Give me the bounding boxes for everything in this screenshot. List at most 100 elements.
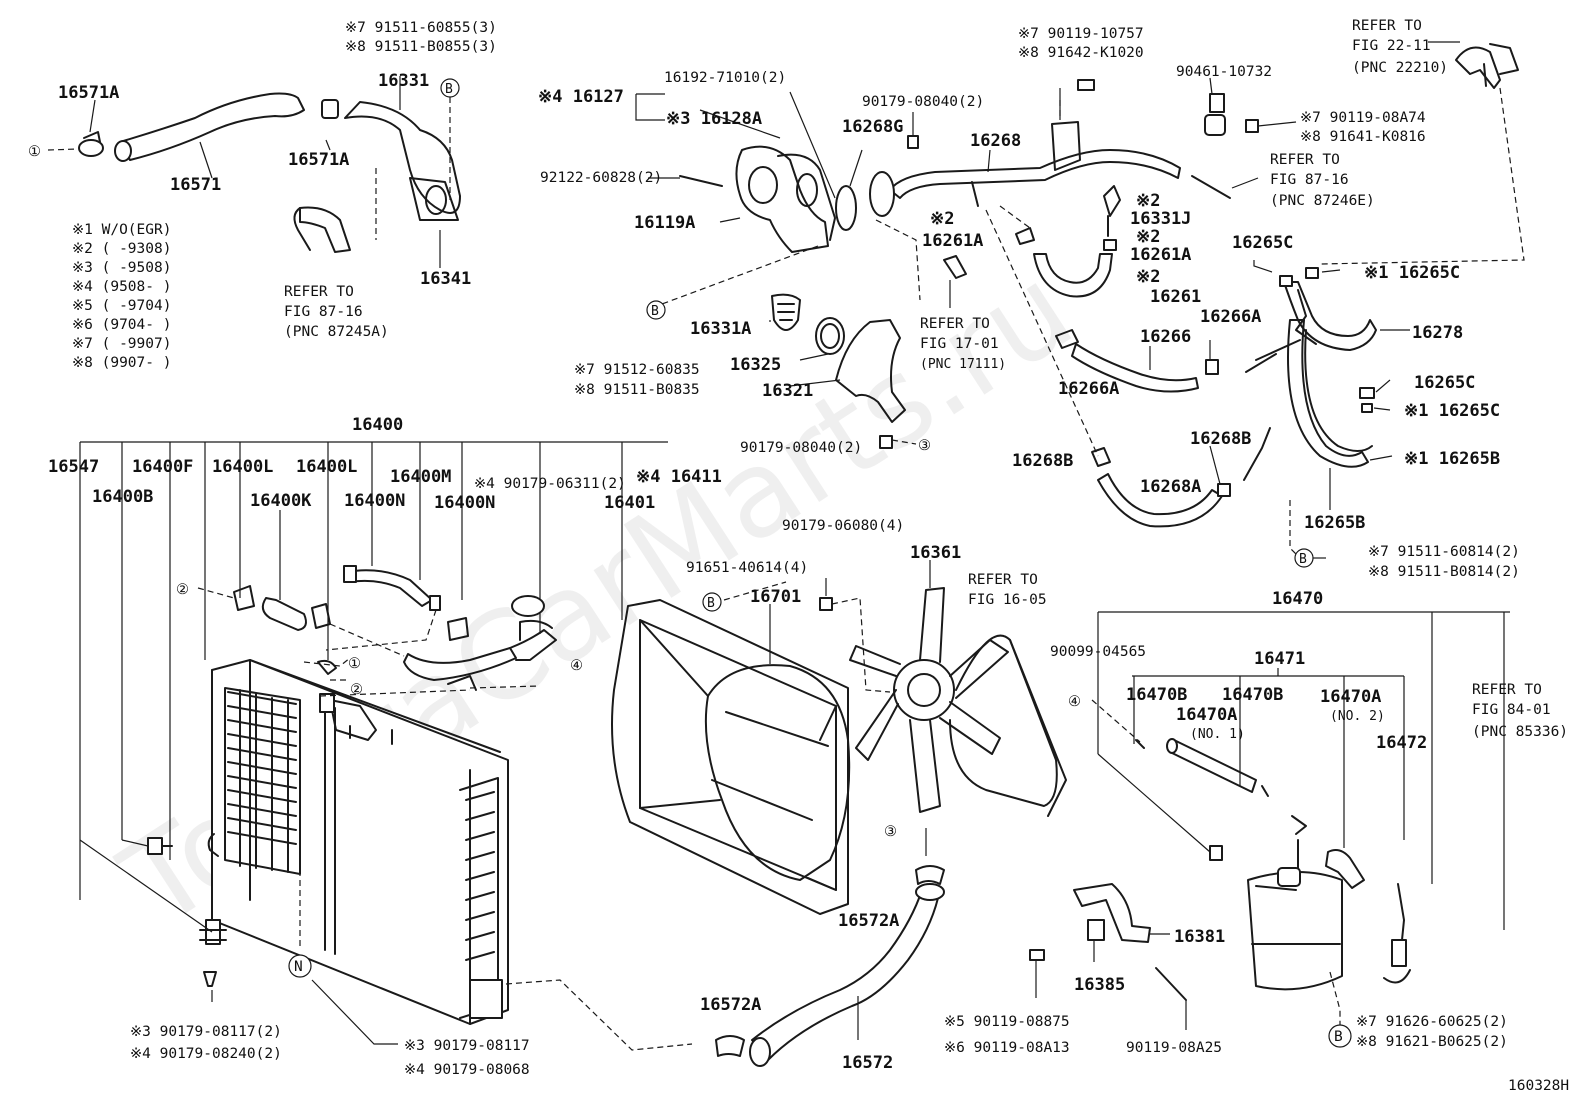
label-16192-71010: 16192-71010(2) xyxy=(664,70,786,86)
marker-1-radiator: ① xyxy=(348,656,361,672)
label-91511-B0814: ※8 91511-B0814(2) xyxy=(1368,564,1520,580)
marker-B-outlet-circle xyxy=(440,78,460,98)
label-90119-08A74: ※7 90119-08A74 xyxy=(1300,110,1426,126)
label-16470B-1: 16470B xyxy=(1126,685,1187,705)
label-16470: 16470 xyxy=(1272,589,1323,609)
label-ref-16-05-2: FIG 16-05 xyxy=(968,592,1047,608)
hoses-16265-group xyxy=(1243,260,1410,559)
label-16331J-mark: ※2 xyxy=(1136,191,1160,211)
marker-3-outlet: ③ xyxy=(918,438,931,454)
label-16341: 16341 xyxy=(420,269,471,289)
note-2: ※2 ( -9308) xyxy=(72,241,171,257)
label-16278: 16278 xyxy=(1412,323,1463,343)
marker-4-radiator: ④ xyxy=(570,658,583,674)
label-ref-84-01-1: REFER TO xyxy=(1472,682,1542,698)
label-ref-87-16a-1: REFER TO xyxy=(284,284,354,300)
marker-N: N xyxy=(294,959,303,975)
label-91511-60855: ※7 91511-60855(3) xyxy=(345,20,497,36)
label-90179-08117-2: ※3 90179-08117(2) xyxy=(130,1024,282,1040)
label-ref-17-01-3: (PNC 17111) xyxy=(920,357,1006,372)
label-16265B-r: ※1 16265B xyxy=(1404,449,1500,469)
label-16470A-1: 16470A xyxy=(1176,705,1237,725)
label-ref-84-01-3: (PNC 85336) xyxy=(1472,724,1568,740)
label-ref-87-16b-2: FIG 87-16 xyxy=(1270,172,1349,188)
label-90179-08040-top: 90179-08040(2) xyxy=(862,94,984,110)
label-ref-16-05-1: REFER TO xyxy=(968,572,1038,588)
note-4: ※4 (9508- ) xyxy=(72,279,171,295)
marker-B-outlet: B xyxy=(445,82,453,97)
label-ref-87-16a-2: FIG 87-16 xyxy=(284,304,363,320)
label-91626-60625: ※7 91626-60625(2) xyxy=(1356,1014,1508,1030)
hoses-16261-group xyxy=(943,185,1121,457)
label-16400N-1: 16400N xyxy=(344,491,405,511)
marker-1-left: ① xyxy=(28,144,41,160)
label-16268B-r: 16268B xyxy=(1190,429,1251,449)
label-ref-22-11-2: FIG 22-11 xyxy=(1352,38,1431,54)
label-16470B-2: 16470B xyxy=(1222,685,1283,705)
label-16268B-l: 16268B xyxy=(1012,451,1073,471)
hoses-16266-16268A-group xyxy=(1055,329,1231,528)
label-16266A-l: 16266A xyxy=(1058,379,1119,399)
label-16321: 16321 xyxy=(762,381,813,401)
label-90179-08068: ※4 90179-08068 xyxy=(404,1062,530,1078)
reservoir-16470-group xyxy=(1091,611,1510,1028)
label-90099-04565: 90099-04565 xyxy=(1050,644,1146,660)
label-91511-B0835: ※8 91511-B0835 xyxy=(574,382,700,398)
label-16265C-r1: 16265C xyxy=(1414,373,1475,393)
label-90119-08A25: 90119-08A25 xyxy=(1126,1040,1222,1056)
label-16261: 16261 xyxy=(1150,287,1201,307)
label-16470A-no1: (NO. 1) xyxy=(1190,727,1245,742)
label-16265C-top: 16265C xyxy=(1232,233,1293,253)
label-ref-17-01-2: FIG 17-01 xyxy=(920,336,999,352)
label-16268G: 16268G xyxy=(842,117,903,137)
marker-B-thermostat-circle xyxy=(646,300,666,320)
label-16261-mark: ※2 xyxy=(1136,267,1160,287)
marker-B-hoses-circle xyxy=(1294,548,1314,568)
label-16127: ※4 16127 xyxy=(538,87,624,107)
label-ref-87-16b-1: REFER TO xyxy=(1270,152,1340,168)
label-16265C-r2: ※1 16265C xyxy=(1404,401,1500,421)
label-90179-08040-mid: 90179-08040(2) xyxy=(740,440,862,456)
radiator-hoses-group xyxy=(197,565,557,697)
label-16261A-l: 16261A xyxy=(922,231,983,251)
label-16261A-r: 16261A xyxy=(1130,245,1191,265)
label-16400N-2: 16400N xyxy=(434,493,495,513)
label-16472: 16472 xyxy=(1376,733,1427,753)
label-16265B: 16265B xyxy=(1304,513,1365,533)
label-16701: 16701 xyxy=(750,587,801,607)
fan-16361-group xyxy=(849,560,1067,817)
label-16325: 16325 xyxy=(730,355,781,375)
label-16268: 16268 xyxy=(970,131,1021,151)
label-90119-08875: ※5 90119-08875 xyxy=(944,1014,1070,1030)
lower-hose-16572-group xyxy=(715,828,945,1067)
label-16572: 16572 xyxy=(842,1053,893,1073)
note-1: ※1 W/O(EGR) xyxy=(72,222,171,238)
label-16572A-top: 16572A xyxy=(838,911,899,931)
hose-16571-group xyxy=(47,92,305,179)
label-16400: 16400 xyxy=(352,415,403,435)
label-91511-B0855: ※8 91511-B0855(3) xyxy=(345,39,497,55)
marker-B-reservoir: B xyxy=(1334,1029,1343,1045)
water-bypass-pipe-16268-group xyxy=(869,77,1297,217)
label-ref-22-11-1: REFER TO xyxy=(1352,18,1422,34)
label-16400F: 16400F xyxy=(132,457,193,477)
label-ref-17-01-1: REFER TO xyxy=(920,316,990,332)
label-16571: 16571 xyxy=(170,175,221,195)
fan-shroud-16701-group xyxy=(611,578,891,915)
figure-code: 160328H xyxy=(1508,1078,1569,1094)
water-inlet-16119A-group xyxy=(635,91,919,253)
marker-B-reservoir-circle xyxy=(1328,1024,1352,1048)
label-16266A-r: 16266A xyxy=(1200,307,1261,327)
label-16400M: 16400M xyxy=(390,467,451,487)
label-16261A-r-mark: ※2 xyxy=(1136,227,1160,247)
label-16400L-1: 16400L xyxy=(212,457,273,477)
marker-B-thermostat: B xyxy=(651,304,659,319)
note-3: ※3 ( -9508) xyxy=(72,260,171,276)
thermostat-group xyxy=(661,219,921,449)
label-16571A-top: 16571A xyxy=(58,83,119,103)
label-90461-10732: 90461-10732 xyxy=(1176,64,1272,80)
label-16411: ※4 16411 xyxy=(636,467,722,487)
label-16266: 16266 xyxy=(1140,327,1191,347)
label-91512-60835: ※7 91512-60835 xyxy=(574,362,700,378)
label-ref-84-01-2: FIG 84-01 xyxy=(1472,702,1551,718)
